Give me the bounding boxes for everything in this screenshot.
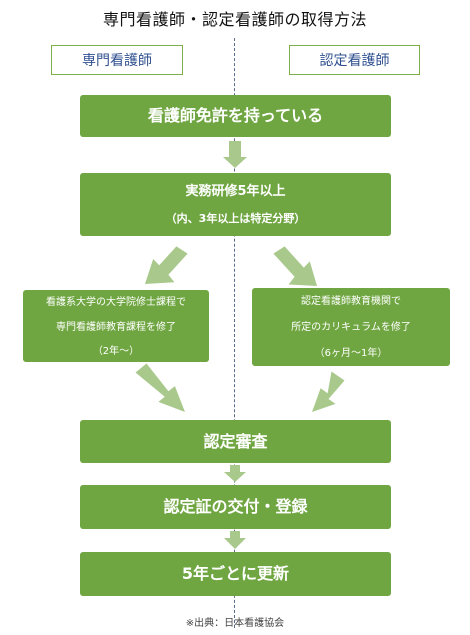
arrow-diag-right-1 <box>273 246 317 286</box>
arrow-down-2 <box>224 465 246 482</box>
center-divider <box>234 38 235 628</box>
source-note: ※出典：日本看護協会 <box>185 618 285 629</box>
inst-text-line3: （6ヶ月〜1年） <box>314 348 388 359</box>
step-certification-review: 認定審査 <box>80 420 391 463</box>
arrow-diag-right-2 <box>312 371 345 412</box>
label-certified-nurse: 認定看護師 <box>289 45 420 75</box>
step-education-institution: 認定看護師教育機関で 所定のカリキュラムを修了 （6ヶ月〜1年） <box>252 288 450 366</box>
arrow-diag-left-1 <box>145 246 188 284</box>
arrow-down-1 <box>223 141 247 168</box>
step-graduate-course: 看護系大学の大学院修士課程で 専門看護師教育課程を修了 （2年〜） <box>23 290 209 362</box>
step-certificate-issue: 認定証の交付・登録 <box>80 485 391 529</box>
inst-text-line2: 所定のカリキュラムを修了 <box>291 322 411 333</box>
label-specialist-nurse: 専門看護師 <box>51 45 183 75</box>
grad-text-line3: （2年〜） <box>92 346 140 357</box>
arrow-diag-left-2 <box>135 363 185 412</box>
step-nursing-license: 看護師免許を持っている <box>80 95 391 137</box>
arrow-down-3 <box>224 531 246 549</box>
step-practical-training: 実務研修5年以上 （内、3年以上は特定分野） <box>80 173 391 236</box>
diagram-title: 専門看護師・認定看護師の取得方法 <box>102 10 367 29</box>
training-text-main: 実務研修5年以上 <box>185 184 286 199</box>
step-renewal: 5年ごとに更新 <box>80 552 391 596</box>
inst-text-line1: 認定看護師教育機関で <box>301 296 401 307</box>
grad-text-line1: 看護系大学の大学院修士課程で <box>46 297 186 308</box>
training-text-note: （内、3年以上は特定分野） <box>165 212 306 225</box>
grad-text-line2: 専門看護師教育課程を修了 <box>56 322 176 333</box>
